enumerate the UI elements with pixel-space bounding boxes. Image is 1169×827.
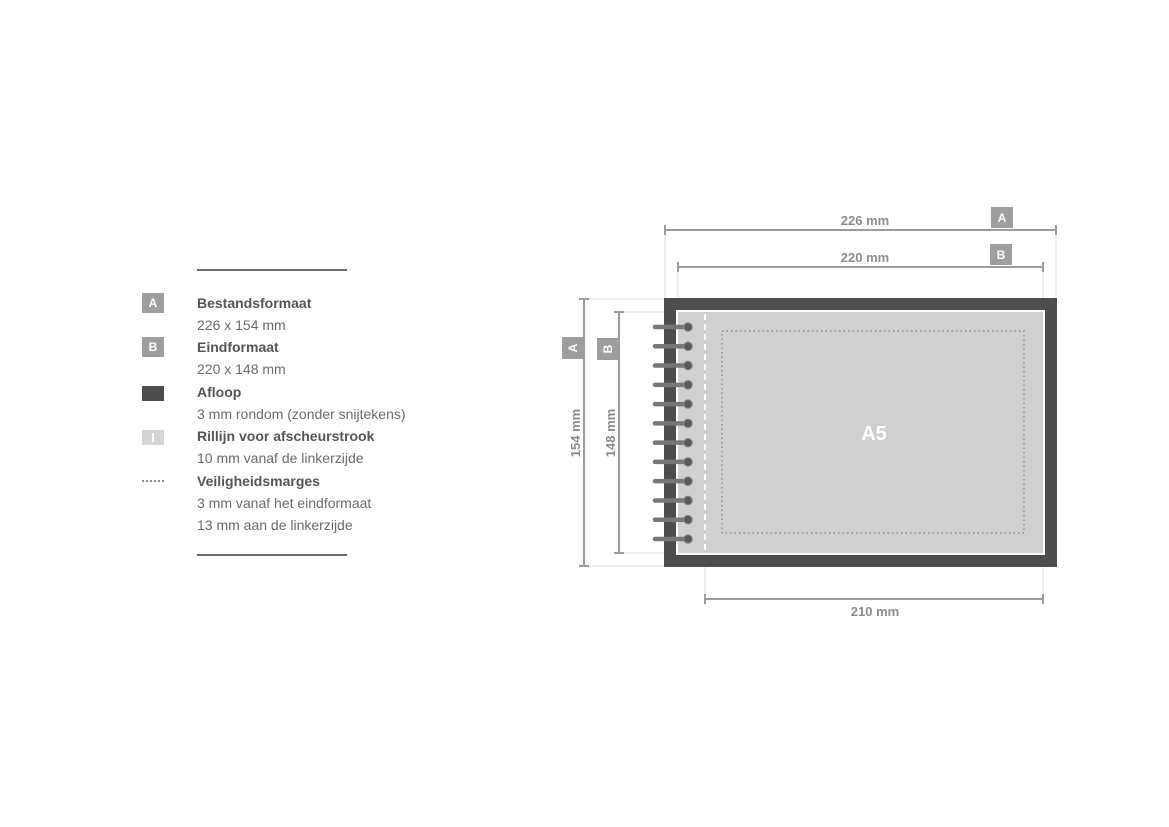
legend-detail-text: 226 x 154 mm xyxy=(197,317,286,333)
legend-detail-text: 13 mm aan de linkerzijde xyxy=(197,517,353,533)
score-line-swatch-icon xyxy=(142,430,164,445)
spiral-hole xyxy=(683,457,693,467)
legend-item-veiligheidsmarges: Veiligheidsmarges xyxy=(142,470,442,492)
legend-item-detail: 10 mm vanaf de linkerzijde xyxy=(142,447,442,469)
file-width-label: 226 mm xyxy=(841,213,889,228)
spiral-hole xyxy=(683,341,693,352)
legend-item-detail: 3 mm rondom (zonder snijtekens) xyxy=(142,403,442,425)
legend-item-detail: 13 mm aan de linkerzijde xyxy=(142,514,442,536)
marker-b-side xyxy=(597,338,618,360)
legend-title: Rillijn voor afscheurstrook xyxy=(197,428,375,444)
spiral-hole xyxy=(683,418,693,429)
legend-title: Veiligheidsmarges xyxy=(197,473,320,489)
marker-a-side-label: A xyxy=(566,343,580,352)
legend-item-detail: 226 x 154 mm xyxy=(142,314,442,336)
file-width-dimension xyxy=(664,225,1057,235)
legend-item-detail: 3 mm vanaf het eindformaat xyxy=(142,492,442,514)
spiral-hole xyxy=(683,322,693,332)
legend-title: Eindformaat xyxy=(197,339,279,355)
spiral-binding xyxy=(652,322,693,544)
final-height-dimension xyxy=(614,311,624,554)
final-width-label: 220 mm xyxy=(841,250,889,265)
legend-detail-text: 10 mm vanaf de linkerzijde xyxy=(197,450,364,466)
legend-bottom-rule xyxy=(197,554,347,556)
spiral-hole xyxy=(683,514,693,525)
marker-a-top xyxy=(991,207,1013,228)
legend-item-afloop: Afloop xyxy=(142,381,442,403)
legend-title: Afloop xyxy=(197,384,242,400)
spiral-hole xyxy=(683,534,693,544)
spiral-hole xyxy=(683,437,693,448)
legend-item-rillijn: Rillijn voor afscheurstrook xyxy=(142,425,442,447)
legend-item-eindformaat: B Eindformaat xyxy=(142,336,442,358)
spiral-hole xyxy=(683,399,693,409)
legend-detail-text: 3 mm rondom (zonder snijtekens) xyxy=(197,406,406,422)
legend-detail-text: 3 mm vanaf het eindformaat xyxy=(197,495,372,511)
legend-detail-text: 220 x 148 mm xyxy=(197,361,286,377)
marker-a-side xyxy=(562,337,583,359)
marker-b-top xyxy=(990,244,1012,265)
file-height-dimension xyxy=(579,298,589,567)
final-width-dimension xyxy=(677,262,1044,272)
marker-a-badge: A xyxy=(142,293,164,313)
content-width-label: 210 mm xyxy=(851,604,899,619)
legend-item-bestandsformaat: A Bestandsformaat xyxy=(142,292,442,314)
marker-b-side-label: B xyxy=(601,344,615,353)
marker-b-top-label: B xyxy=(997,248,1006,262)
legend-top-rule xyxy=(197,269,347,271)
marker-a-top-label: A xyxy=(998,211,1007,225)
bleed-swatch-icon xyxy=(142,386,164,401)
spiral-hole xyxy=(683,495,693,506)
file-height-label: 154 mm xyxy=(568,409,583,457)
dotted-line-icon xyxy=(142,480,164,482)
legend-item-detail: 220 x 148 mm xyxy=(142,358,442,380)
legend-title: Bestandsformaat xyxy=(197,295,312,311)
spiral-hole xyxy=(683,360,693,371)
spiral-hole xyxy=(683,476,693,486)
final-format-page xyxy=(676,310,1045,555)
marker-b-badge: B xyxy=(142,337,164,357)
format-label: A5 xyxy=(861,423,887,445)
content-width-dimension xyxy=(704,594,1044,604)
spiral-hole xyxy=(683,380,693,390)
final-height-label: 148 mm xyxy=(603,409,618,457)
